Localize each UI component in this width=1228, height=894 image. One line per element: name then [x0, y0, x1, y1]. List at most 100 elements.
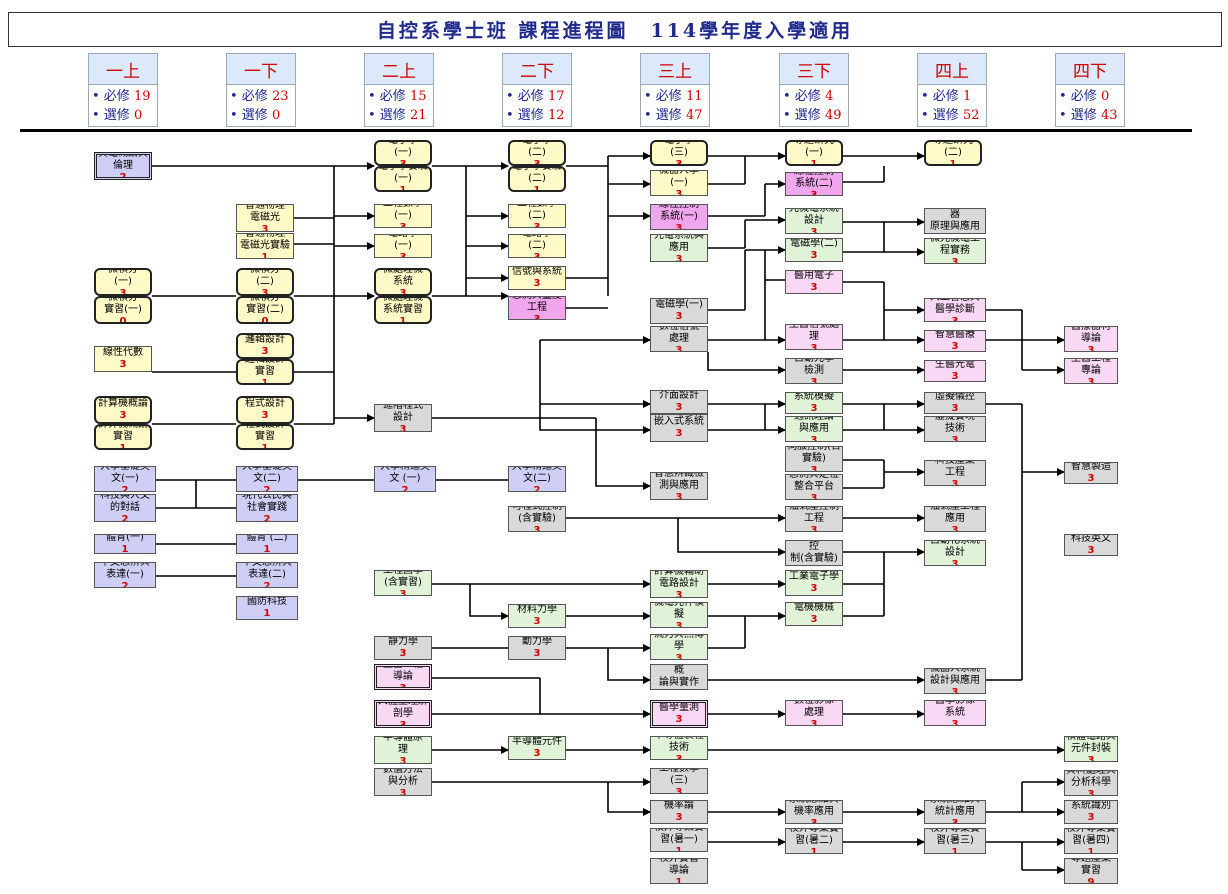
- course-credits: 3: [261, 410, 269, 421]
- prerequisite-line: [707, 352, 786, 374]
- course-credits: 1: [261, 252, 269, 259]
- course-name: 微積分 (一): [108, 268, 138, 287]
- course-credits: 3: [119, 359, 127, 370]
- course-credits: 3: [810, 190, 818, 196]
- course-name: 校外實習 導論: [659, 858, 699, 876]
- course-credits: 3: [533, 314, 541, 320]
- course-credits: 3: [119, 288, 127, 296]
- semester-label: 一下: [226, 53, 296, 85]
- course-credits: 3: [810, 282, 818, 293]
- course-name: 生醫工程 專論: [1071, 358, 1111, 376]
- course-box: 進階可程式控 制(含實驗)3: [785, 540, 843, 566]
- elective-credits: 47: [685, 108, 703, 123]
- semester-label: 三下: [779, 53, 849, 85]
- course-credits: 3: [810, 818, 818, 824]
- course-name: 專題產業 實習: [1071, 858, 1111, 876]
- course-name: 生醫信號處 理: [789, 324, 839, 342]
- course-name: 電子學 (一): [388, 140, 418, 158]
- course-name: 中文思辨與 表達(一): [100, 562, 150, 580]
- semester-label: 二上: [364, 53, 434, 85]
- elective-credits: 21: [409, 108, 427, 123]
- semester-column-7: 四上 • 必修 1 • 選修 52: [917, 53, 987, 127]
- course-credits: 3: [675, 787, 683, 794]
- semester-label: 四上: [917, 53, 987, 85]
- course-credits: 2: [119, 172, 127, 180]
- course-credits: 3: [810, 403, 818, 414]
- required-label: • 必修: [230, 89, 268, 104]
- course-box: 專題研究 (二)1: [924, 140, 982, 166]
- course-box: 伺服控制(含 實驗)3: [785, 446, 843, 472]
- course-box: 微積分 實習(一)0: [94, 296, 152, 324]
- course-box: 工程數學 (一)3: [374, 204, 432, 228]
- course-name: 工程數學 (一): [383, 205, 423, 221]
- course-name: 油氣壓控制 工程: [789, 506, 839, 524]
- course-credits: 1: [675, 846, 683, 852]
- course-name: 感測與量度 工程: [512, 297, 562, 313]
- course-name: 醫療器材 導論: [1071, 326, 1111, 344]
- course-box: 大學基礎英 文(一)2: [94, 466, 156, 492]
- course-name: 微積分 (二): [250, 268, 280, 287]
- elective-label: • 選修: [921, 108, 959, 123]
- course-credits: 2: [401, 485, 409, 492]
- course-name: 程式設計 實習: [245, 424, 285, 442]
- semester-credits: • 必修 19 • 選修 0: [88, 85, 158, 127]
- course-name: 電子學實驗 (一): [378, 166, 428, 184]
- course-box: 工程數學 (二)3: [508, 204, 566, 228]
- course-credits: 3: [951, 435, 959, 442]
- course-box: 微積分 實習(二)0: [236, 296, 294, 324]
- prerequisite-line: [607, 648, 651, 684]
- course-credits: 3: [533, 616, 541, 627]
- elective-credits: 49: [824, 108, 842, 123]
- course-box: 電子學實驗 (二)1: [508, 166, 566, 192]
- elective-label: • 選修: [368, 108, 406, 123]
- course-credits: 2: [263, 485, 271, 492]
- elective-credits: 43: [1100, 108, 1118, 123]
- course-credits: 1: [121, 544, 129, 554]
- course-credits: 3: [675, 345, 683, 352]
- course-credits: 3: [675, 590, 683, 598]
- course-name: 校外專業實 習(暑一): [654, 829, 704, 845]
- prerequisite-line: [595, 418, 651, 490]
- course-box: 體育(一)1: [94, 534, 156, 554]
- course-name: 微處理機 系統: [383, 268, 423, 287]
- required-credits: 17: [547, 89, 565, 104]
- required-credits: 4: [824, 89, 834, 104]
- prerequisite-line: [469, 584, 509, 620]
- course-credits: 3: [951, 719, 959, 726]
- course-name: 智慧醫療: [935, 330, 975, 340]
- prerequisite-line: [607, 782, 651, 816]
- course-name: 半導體元件: [512, 736, 562, 747]
- course-credits: 3: [533, 278, 541, 289]
- course-name: 自動光學 檢測: [794, 358, 834, 376]
- course-name: 機器人系統 設計與應用: [930, 668, 980, 686]
- course-credits: 3: [952, 233, 959, 234]
- semester-label: 三上: [640, 53, 710, 85]
- course-name: 國防科技: [247, 596, 287, 607]
- required-credits: 11: [685, 89, 703, 104]
- semester-column-3: 二上 • 必修 15 • 選修 21: [364, 53, 434, 127]
- course-box: 微機電感測器 原理與應用3: [924, 208, 986, 234]
- course-credits: 3: [533, 648, 541, 659]
- course-credits: 3: [810, 227, 818, 234]
- course-credits: 3: [399, 788, 407, 796]
- elective-label: • 選修: [506, 108, 544, 123]
- course-name: 醫學影像 系統: [935, 700, 975, 718]
- course-credits: 3: [676, 689, 683, 690]
- course-name: 計算機概論 實習: [98, 424, 148, 442]
- course-credits: 3: [399, 756, 407, 764]
- course-credits: 3: [261, 346, 269, 357]
- course-name: 線性控制 系統(一): [659, 204, 699, 222]
- course-name: 光電系統與 應用: [654, 234, 704, 253]
- course-credits: 3: [399, 648, 407, 659]
